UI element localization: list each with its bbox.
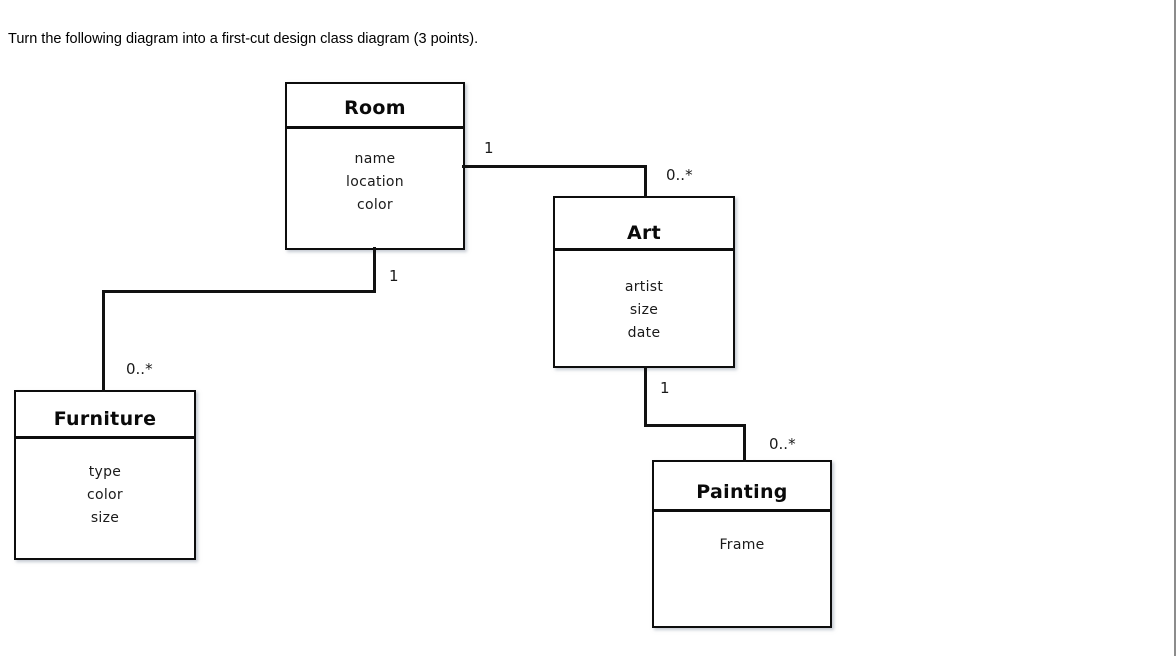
class-name-furniture: Furniture [53,408,157,430]
class-header-art: Art [555,198,733,251]
association-room-furniture-vertical-segment-1 [373,247,376,293]
class-attribute: location [346,174,404,190]
class-attribute: name [354,151,396,167]
class-name-painting: Painting [696,481,788,503]
class-box-room: Room name location color [285,82,465,250]
class-attribute: size [629,302,659,318]
multiplicity-art-painting-near-painting: 0..* [769,435,796,453]
class-attributes-art: artist size date [555,251,733,345]
question-heading: Turn the following diagram into a first-… [8,31,479,47]
association-room-art-vertical-segment [644,165,647,198]
multiplicity-room-furniture-near-furniture: 0..* [126,360,153,378]
class-attribute: size [90,510,120,526]
multiplicity-room-art-near-art: 0..* [666,166,693,184]
class-attribute: color [87,487,123,503]
association-art-painting-horizontal-segment [644,424,746,427]
class-box-furniture: Furniture type color size [14,390,196,560]
multiplicity-art-painting-near-art: 1 [660,379,670,397]
class-attribute: artist [624,279,664,295]
class-box-art: Art artist size date [553,196,735,368]
multiplicity-room-furniture-near-room: 1 [389,267,399,285]
class-attributes-room: name location color [287,129,463,217]
class-header-painting: Painting [654,462,830,512]
association-room-art-horizontal-segment [462,165,647,168]
class-attributes-painting: Frame [654,512,830,557]
page-right-edge-line [1174,0,1176,656]
class-attributes-furniture: type color size [16,439,194,530]
association-room-furniture-horizontal-segment [102,290,376,293]
class-name-room: Room [344,97,406,119]
class-attribute: date [627,325,661,341]
class-attribute: color [357,197,393,213]
class-box-painting: Painting Frame [652,460,832,628]
class-attribute: type [88,464,122,480]
multiplicity-room-art-near-room: 1 [484,139,494,157]
association-art-painting-vertical-segment-1 [644,366,647,427]
association-art-painting-vertical-segment-2 [743,424,746,462]
association-room-furniture-vertical-segment-2 [102,290,105,392]
class-name-art: Art [626,222,662,244]
class-header-furniture: Furniture [16,392,194,439]
class-header-room: Room [287,84,463,129]
class-attribute: Frame [719,537,765,553]
